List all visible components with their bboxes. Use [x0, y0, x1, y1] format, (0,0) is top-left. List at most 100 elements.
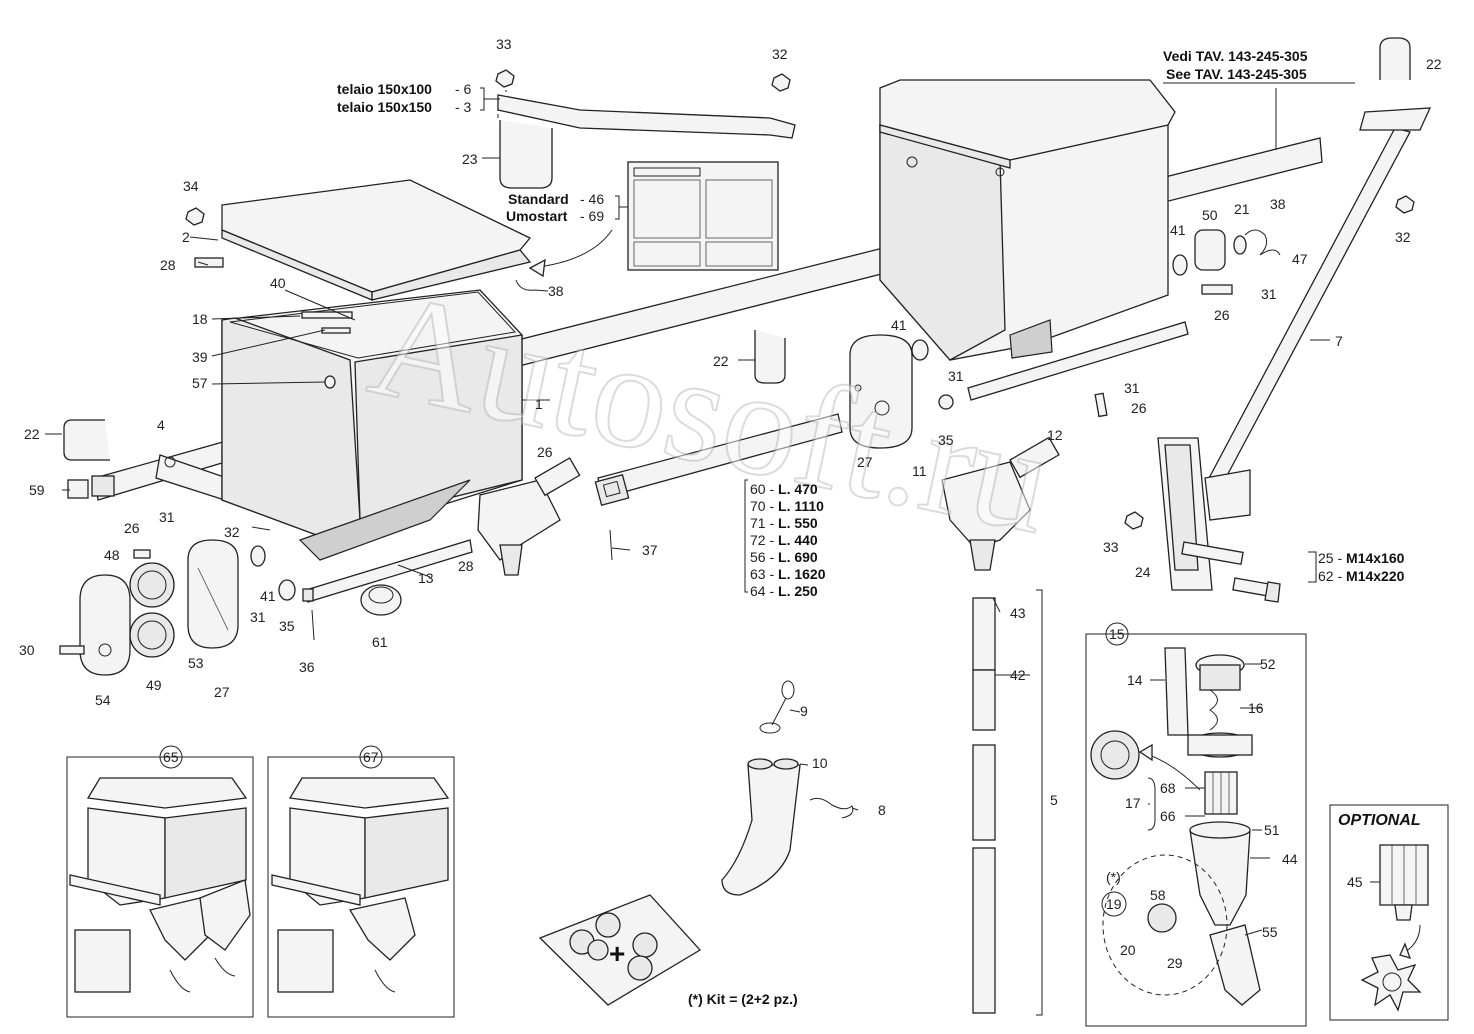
callout: 38	[1270, 196, 1286, 212]
u-bolt-22-mid	[754, 330, 786, 384]
callout: 32	[1395, 229, 1411, 245]
callout: 34	[183, 178, 199, 194]
frame-option-2-num: - 3	[455, 99, 472, 115]
right-hopper	[879, 79, 1176, 361]
bolt-row: 62 - M14x220	[1318, 568, 1405, 584]
plate-option-umostart: Umostart	[506, 208, 568, 224]
callout: 33	[496, 36, 512, 52]
callout: 48	[104, 547, 120, 563]
u-bolt-22-left	[63, 419, 110, 461]
distributor-right	[941, 436, 1060, 571]
length-row: 71 - L. 550	[750, 515, 818, 531]
length-row: 70 - L. 1110	[750, 498, 824, 514]
ref-line-1: Vedi TAV. 143-245-305	[1163, 48, 1308, 64]
callout: 49	[146, 677, 162, 693]
instruction-plate	[528, 161, 779, 278]
detail-15-box	[1085, 633, 1307, 1027]
callout: 31	[1261, 286, 1277, 302]
callout: 50	[1202, 207, 1218, 223]
callout: 57	[192, 375, 208, 391]
square-bar-13	[302, 539, 473, 603]
callout: 2	[182, 229, 190, 245]
callout: 47	[1292, 251, 1308, 267]
frame-options: telaio 150x100 - 6 telaio 150x150 - 3	[337, 81, 500, 115]
callout: 1	[535, 396, 543, 412]
kit-note: (*) Kit = (2+2 pz.)	[688, 991, 798, 1007]
callout: 40	[270, 275, 286, 291]
callout: 31	[250, 609, 266, 625]
callout: 59	[29, 482, 45, 498]
callout: 33	[1103, 539, 1119, 555]
length-row: 64 - L. 250	[750, 583, 818, 599]
callout: 9	[800, 703, 808, 719]
callout: 55	[1262, 924, 1278, 940]
left-hopper	[221, 289, 523, 561]
callout: 31	[948, 368, 964, 384]
distributor-left	[477, 457, 581, 576]
seed-tube-5	[972, 589, 1043, 1016]
callout: 45	[1347, 874, 1363, 890]
callout: 54	[95, 692, 111, 708]
ref-line-2: See TAV. 143-245-305	[1166, 66, 1307, 82]
callout: 18	[192, 311, 208, 327]
callout: 16	[1248, 700, 1264, 716]
callout: 20	[1120, 942, 1136, 958]
callout: 44	[1282, 851, 1298, 867]
length-row: 63 - L. 1620	[750, 566, 826, 582]
callout: 41	[891, 317, 907, 333]
callout: 22	[1426, 56, 1442, 72]
callout: 35	[279, 618, 295, 634]
callout: 35	[938, 432, 954, 448]
callout: 43	[1010, 605, 1026, 621]
number-callouts: 33 32 22 23 34 32 38 21 50 41 47 2 28 31…	[19, 36, 1442, 971]
callout: 39	[192, 349, 208, 365]
small-fasteners	[59, 69, 1415, 655]
callout-15: 15	[1109, 626, 1125, 642]
callout: 31	[159, 509, 175, 525]
subview-65-box	[66, 756, 254, 1018]
kit-plus: +	[609, 938, 625, 969]
plate-option-standard-num: - 46	[580, 191, 604, 207]
callout: 51	[1264, 822, 1280, 838]
tube-holder-10	[721, 758, 801, 896]
frame-option-2: telaio 150x150	[337, 99, 432, 115]
callout: 28	[458, 558, 474, 574]
callout: 27	[214, 684, 230, 700]
leader-lines	[45, 88, 1380, 936]
callout-67: 67	[363, 749, 379, 765]
clip-8	[809, 797, 854, 819]
callout: 61	[372, 634, 388, 650]
bracket-24	[1157, 437, 1281, 603]
callout: 66	[1160, 808, 1176, 824]
length-row: 56 - L. 690	[750, 549, 818, 565]
hook-9	[759, 680, 795, 734]
optional-label: OPTIONAL	[1338, 812, 1421, 829]
circled-callouts: 15 19 65 67	[159, 622, 1129, 917]
callout: 17	[1125, 795, 1141, 811]
callout: 38	[548, 283, 564, 299]
callout: 42	[1010, 667, 1026, 683]
callout: 22	[713, 353, 729, 369]
callout: 4	[157, 417, 165, 433]
callout: 8	[878, 802, 886, 818]
gear-48	[129, 562, 175, 608]
gear-housing-53	[187, 539, 239, 649]
left-hopper-lid	[221, 179, 532, 301]
callout: 37	[642, 542, 658, 558]
frame-option-1-num: - 6	[455, 81, 472, 97]
callout: 10	[812, 755, 828, 771]
callout: 22	[24, 426, 40, 442]
callout-19: 19	[1106, 896, 1122, 912]
callout: 26	[124, 520, 140, 536]
callout: 23	[462, 151, 478, 167]
callout: 32	[772, 46, 788, 62]
callout: 12	[1047, 427, 1063, 443]
support-bar-7	[1204, 107, 1432, 521]
kit-diagram	[538, 894, 702, 1006]
length-table: 60 - L. 470 70 - L. 1110 71 - L. 550 72 …	[750, 481, 826, 599]
callout: 11	[912, 463, 927, 479]
subview-67-box	[267, 756, 455, 1018]
callout: 68	[1160, 780, 1176, 796]
callout: 41	[260, 588, 276, 604]
